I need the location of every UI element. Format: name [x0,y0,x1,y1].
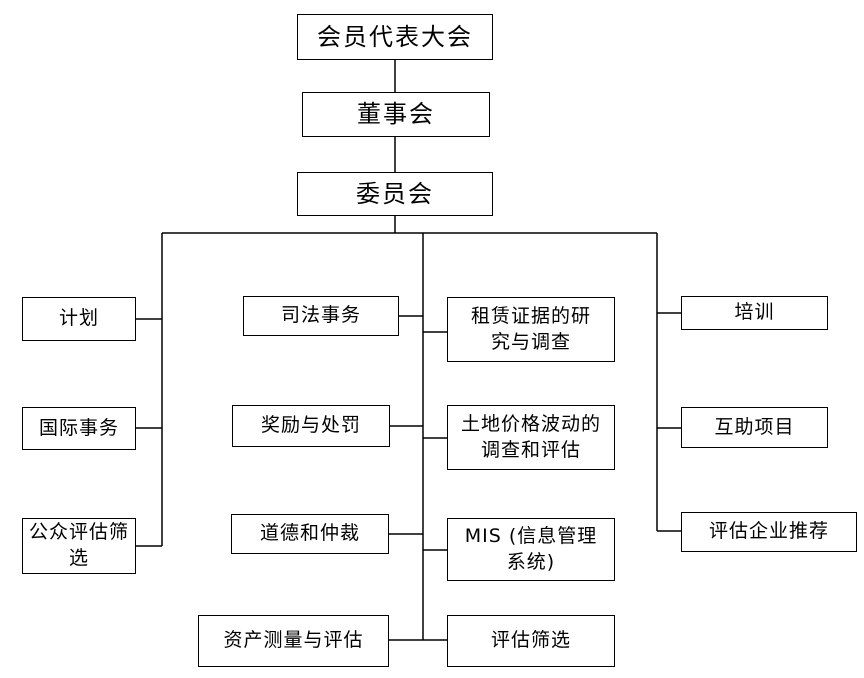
mutual-aid-label: 互助项目 [714,415,795,438]
public-eval-label: 公众评估筛选 [29,521,130,569]
eval-screen-box: 评估筛选 [447,615,615,667]
mutual-aid-box: 互助项目 [681,407,828,448]
committee-label: 委员会 [356,179,434,208]
land-price-box: 土地价格波动的调查和评估 [447,405,615,470]
board-label: 董事会 [357,100,435,129]
lease-research-label: 租赁证据的研究与调查 [470,304,591,353]
recommend-box: 评估企业推荐 [681,512,857,552]
survey-box: 资产测量与评估 [198,615,389,667]
judicial-box: 司法事务 [243,296,399,336]
plan-label: 计划 [58,307,99,330]
plan-box: 计划 [22,297,136,341]
committee-box: 委员会 [297,172,493,216]
judicial-label: 司法事务 [280,304,361,327]
international-label: 国际事务 [38,416,119,439]
public-eval-box: 公众评估筛选 [22,518,136,574]
international-box: 国际事务 [22,407,136,450]
survey-label: 资产测量与评估 [223,629,364,652]
rewards-box: 奖励与处罚 [232,405,390,447]
ethics-label: 道德和仲裁 [259,522,360,545]
eval-screen-label: 评估筛选 [490,629,571,652]
ethics-box: 道德和仲裁 [231,514,389,554]
mis-label: MIS (信息管理系统) [464,524,598,573]
mis-box: MIS (信息管理系统) [447,518,615,581]
training-box: 培训 [681,296,828,330]
rewards-label: 奖励与处罚 [260,414,361,437]
recommend-label: 评估企业推荐 [708,520,829,543]
congress-box: 会员代表大会 [297,14,493,60]
congress-label: 会员代表大会 [317,22,473,51]
lease-research-box: 租赁证据的研究与调查 [447,297,615,362]
land-price-label: 土地价格波动的调查和评估 [460,412,601,461]
training-label: 培训 [734,301,775,324]
board-box: 董事会 [302,92,490,137]
